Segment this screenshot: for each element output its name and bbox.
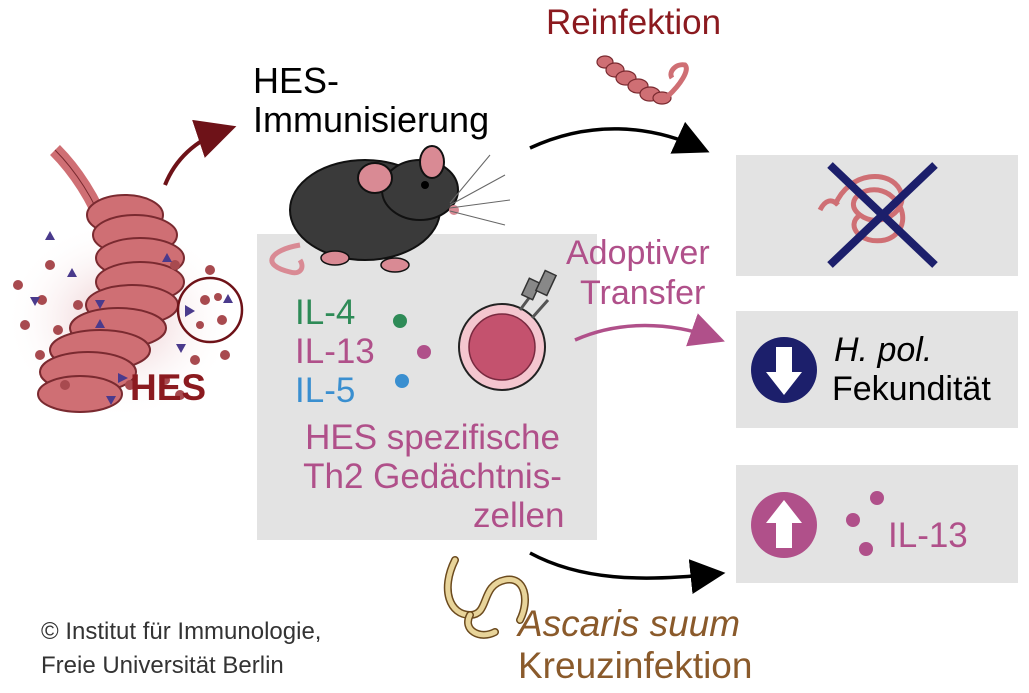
ascaris-label: Ascaris suum (518, 603, 741, 644)
memory-cells-label-line3: zellen (473, 496, 565, 535)
hes-label: HES (130, 367, 207, 408)
ascaris-worm-icon (443, 556, 529, 639)
hpol-label: H. pol. (834, 331, 933, 369)
arrow-up-circle-icon (751, 492, 817, 558)
fecundity-label: Fekundität (832, 370, 991, 408)
reinfection-arrow (529, 121, 710, 154)
il4-dot (393, 314, 407, 328)
cross-icon (817, 162, 938, 268)
hes-particles (13, 260, 230, 400)
memory-cells-label-line1: HES spezifische (305, 418, 560, 457)
mouse-icon (269, 145, 511, 276)
reinfection-worm-icon (596, 55, 689, 105)
il13-label: IL-13 (295, 332, 375, 371)
adoptive-transfer-label-line1: Adoptiver (566, 234, 710, 272)
hes-immunization-label-line1: HES- (253, 60, 340, 101)
t-cell-icon (458, 269, 558, 391)
il4-label: IL-4 (295, 293, 356, 332)
arrow-down-circle-icon (751, 337, 817, 403)
il13-dot (417, 345, 431, 359)
il5-label: IL-5 (295, 371, 356, 410)
copyright-line1: © Institut für Immunologie, (41, 618, 322, 645)
copyright-line2: Freie Universität Berlin (41, 652, 284, 679)
immunization-arrow (163, 119, 237, 186)
cross-infection-label: Kreuzinfektion (518, 645, 753, 686)
hes-immunization-label-line2: Immunisierung (253, 99, 490, 140)
adoptive-transfer-arrow (574, 313, 725, 347)
il5-dot (395, 374, 409, 388)
reinfection-label: Reinfektion (546, 3, 722, 42)
hes-zoom-circle (176, 276, 244, 344)
il13-result-label: IL-13 (888, 516, 968, 555)
hes-triangles (30, 231, 233, 405)
cross-infection-arrow (529, 551, 726, 594)
memory-cells-label-line2: Th2 Gedächtnis- (303, 457, 562, 496)
il13-result-dots (846, 491, 884, 556)
adoptive-transfer-label-line2: Transfer (580, 274, 706, 312)
